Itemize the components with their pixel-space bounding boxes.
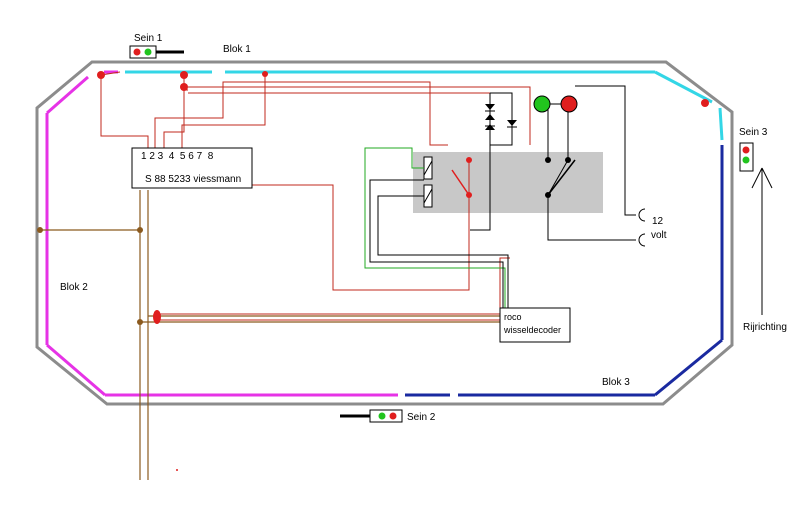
blok2-label: Blok 2 [60, 282, 88, 293]
brown-wiring [40, 190, 500, 480]
s88-pins: 1 2 3 4 5 6 7 8 [141, 151, 214, 162]
sein1-label: Sein 1 [134, 33, 163, 44]
led-red [560, 95, 578, 113]
blok3-label: Blok 3 [602, 377, 630, 388]
s88-name: S 88 5233 viessmann [145, 174, 241, 185]
power-voltage: 12 [652, 216, 664, 227]
signal-2: Sein 2 [340, 409, 436, 423]
block3-track [405, 145, 724, 397]
diode-network [470, 85, 636, 241]
block1-track [125, 70, 724, 141]
red-wiring [100, 71, 531, 321]
track-outline [35, 60, 734, 406]
decoder-line2: wisseldecoder [503, 325, 561, 335]
signal-1: Sein 1 [129, 33, 184, 59]
diodes [485, 104, 517, 130]
sein3-label: Sein 3 [739, 127, 768, 138]
power-terminals [638, 208, 646, 247]
decoder-line1: roco [504, 312, 522, 322]
sein2-label: Sein 2 [407, 412, 436, 423]
green-wiring [364, 147, 506, 310]
coil-wiring [369, 179, 509, 310]
led-green [533, 95, 551, 113]
red-junctions [97, 71, 709, 471]
direction-arrow [751, 167, 773, 315]
block2-track [45, 70, 398, 397]
s88-module: 1 2 3 4 5 6 7 8 S 88 5233 viessmann [131, 147, 253, 189]
power-unit: volt [651, 230, 667, 241]
signal-3: Sein 3 [739, 127, 768, 172]
relay-contacts [451, 157, 576, 198]
direction-label: Rijrichting [743, 322, 787, 333]
relay-box [413, 152, 603, 213]
blok1-label: Blok 1 [223, 44, 251, 55]
roco-decoder: roco wisseldecoder [499, 307, 571, 343]
brown-junctions [37, 227, 143, 325]
